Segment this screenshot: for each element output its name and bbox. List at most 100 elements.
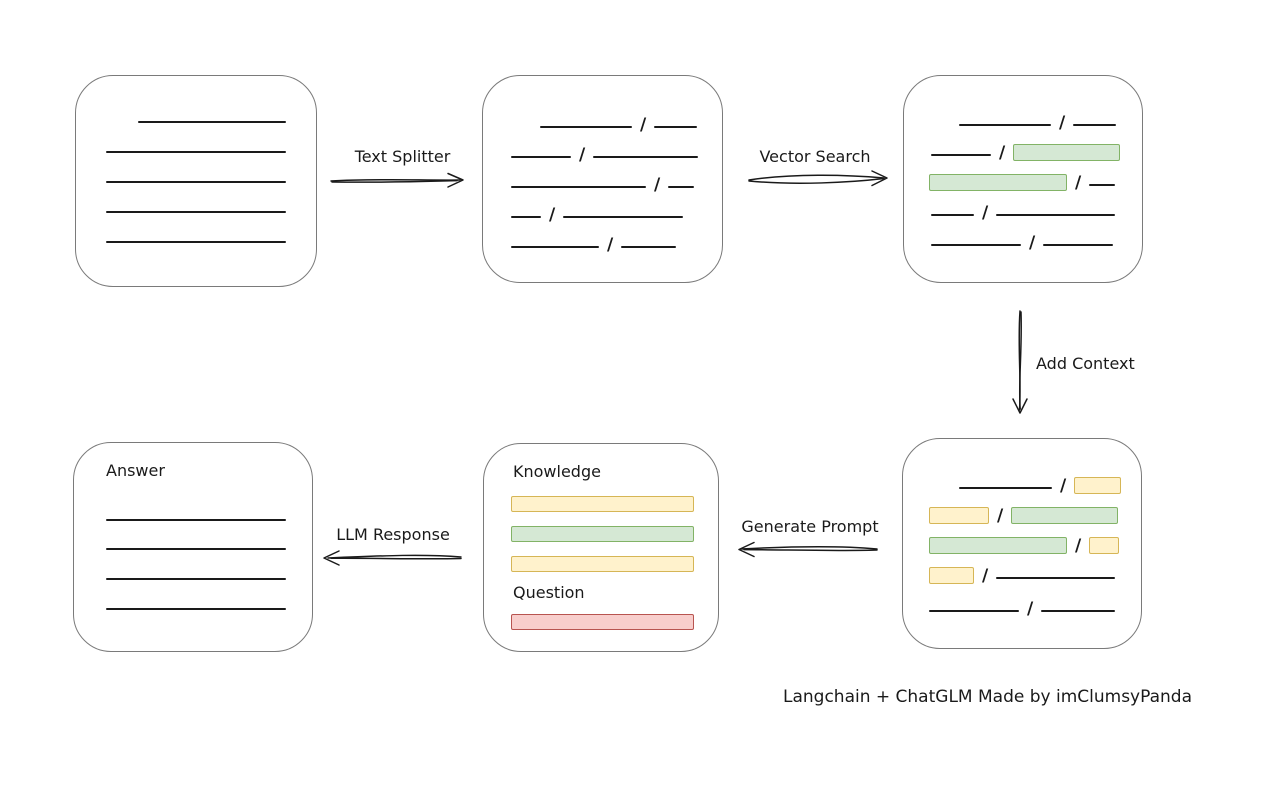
text-line	[929, 610, 1019, 612]
text-line	[138, 121, 286, 123]
green-highlight-bar	[1011, 507, 1119, 524]
slash-separator: /	[549, 205, 556, 225]
text-line	[654, 126, 698, 128]
text-line	[593, 156, 699, 158]
text-line	[959, 124, 1051, 126]
text-line	[563, 216, 684, 218]
matched-chunks-box: / / / / /	[903, 75, 1143, 283]
document-lines	[76, 76, 316, 286]
green-highlight-bar	[1013, 144, 1121, 161]
vector-search-label: Vector Search	[759, 147, 871, 166]
chunk-row: /	[904, 167, 1142, 193]
text-line	[1041, 610, 1116, 612]
chunk-row: /	[903, 530, 1141, 556]
chunk-row: /	[483, 109, 722, 135]
generate-prompt-arrow	[738, 541, 878, 558]
chunk-row: /	[483, 139, 722, 165]
text-line	[511, 216, 541, 218]
text-line	[931, 214, 974, 216]
chunk-row: /	[483, 229, 722, 255]
text-line	[106, 151, 286, 153]
slash-separator: /	[654, 175, 661, 195]
text-line	[106, 181, 286, 183]
document-box	[75, 75, 317, 287]
split-chunks-rows: / / / / /	[483, 109, 722, 259]
llm-response-arrow	[323, 550, 462, 566]
chunk-row: /	[903, 593, 1141, 619]
text-line	[996, 577, 1116, 579]
text-line	[931, 244, 1021, 246]
text-line	[540, 126, 632, 128]
diagram-caption: Langchain + ChatGLM Made by imClumsyPand…	[783, 687, 1192, 707]
chunk-row: /	[483, 169, 722, 195]
text-line	[621, 246, 677, 248]
slash-separator: /	[999, 143, 1006, 163]
slash-separator: /	[1059, 113, 1066, 133]
slash-separator: /	[982, 566, 989, 586]
yellow-highlight-bar	[929, 567, 974, 584]
chunk-row: /	[903, 470, 1141, 496]
text-line	[931, 154, 991, 156]
question-bars	[511, 614, 694, 644]
green-highlight-bar	[929, 537, 1067, 554]
text-splitter-arrow	[330, 172, 464, 188]
slash-separator: /	[579, 145, 586, 165]
slash-separator: /	[997, 506, 1004, 526]
text-line	[106, 578, 286, 580]
text-line	[106, 519, 286, 521]
slash-separator: /	[640, 115, 647, 135]
text-splitter-label: Text Splitter	[354, 147, 451, 166]
yellow-highlight-bar	[1074, 477, 1122, 494]
split-chunks-box: / / / / /	[482, 75, 723, 283]
answer-box: Answer	[73, 442, 313, 652]
text-line	[511, 246, 599, 248]
text-line	[106, 211, 286, 213]
text-line	[106, 548, 286, 550]
text-line	[1089, 184, 1116, 186]
chunk-row: /	[903, 500, 1141, 526]
yellow-highlight-bar	[929, 507, 989, 524]
text-line	[511, 156, 571, 158]
add-context-label: Add Context	[1036, 354, 1135, 373]
knowledge-bars	[511, 496, 694, 586]
vector-search-arrow	[748, 170, 888, 187]
answer-lines	[74, 443, 312, 651]
chunk-row: /	[904, 107, 1142, 133]
chunk-row: /	[483, 199, 722, 225]
yellow-bar	[511, 496, 694, 512]
slash-separator: /	[607, 235, 614, 255]
knowledge-label: Knowledge	[513, 462, 601, 481]
yellow-highlight-bar	[1089, 537, 1120, 554]
slash-separator: /	[1060, 476, 1067, 496]
chunk-row: /	[904, 227, 1142, 253]
red-bar	[511, 614, 694, 630]
text-line	[511, 186, 646, 188]
text-line	[959, 487, 1052, 489]
text-line	[996, 214, 1116, 216]
chunk-row: /	[903, 560, 1141, 586]
text-line	[668, 186, 695, 188]
text-line	[106, 608, 286, 610]
add-context-arrow	[1012, 310, 1028, 414]
context-chunks-rows: / / / / /	[903, 470, 1141, 623]
chunk-row: /	[904, 197, 1142, 223]
slash-separator: /	[1027, 599, 1034, 619]
llm-response-label: LLM Response	[336, 525, 450, 544]
prompt-box: Knowledge Question	[483, 443, 719, 652]
context-chunks-box: / / / / /	[902, 438, 1142, 649]
answer-label: Answer	[106, 461, 165, 480]
chunk-row: /	[904, 137, 1142, 163]
slash-separator: /	[1029, 233, 1036, 253]
slash-separator: /	[1075, 173, 1082, 193]
text-line	[106, 241, 286, 243]
generate-prompt-label: Generate Prompt	[741, 517, 879, 536]
question-label: Question	[513, 583, 585, 602]
yellow-bar	[511, 556, 694, 572]
text-line	[1073, 124, 1117, 126]
slash-separator: /	[982, 203, 989, 223]
green-bar	[511, 526, 694, 542]
matched-chunks-rows: / / / / /	[904, 107, 1142, 257]
green-highlight-bar	[929, 174, 1067, 191]
slash-separator: /	[1075, 536, 1082, 556]
